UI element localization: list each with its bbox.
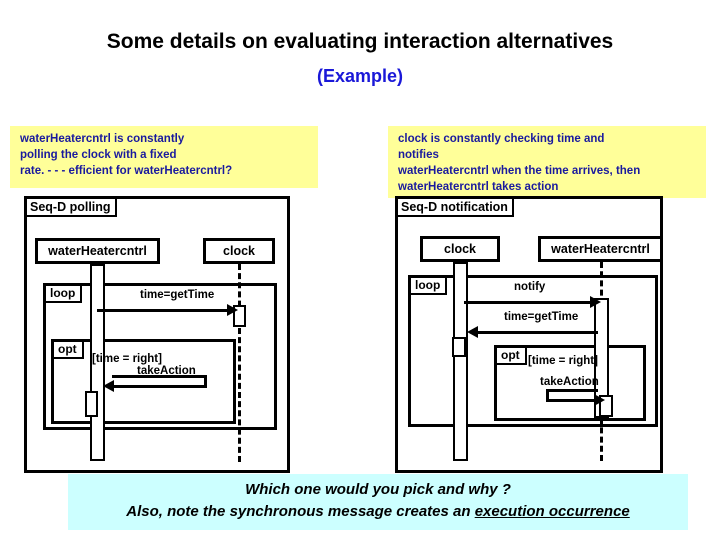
message-vline-takeaction: [546, 389, 549, 402]
note-right-line-3: waterHeatercntrl when the time arrives, …: [398, 165, 641, 177]
fragment-opt: opt: [51, 339, 236, 424]
note-right-notification: clock is constantly checking time and no…: [388, 126, 706, 198]
note-right-line-1: clock is constantly checking time and: [398, 133, 605, 145]
page-subtitle: (Example): [316, 66, 404, 86]
lifeline-head-clock[interactable]: clock: [203, 238, 275, 264]
activation-bar-waterheatercntrl-notify: [594, 298, 609, 418]
message-label-takeaction: takeAction: [540, 376, 599, 388]
message-arrowhead-notify: [590, 296, 601, 308]
message-label-time-gettime: time=getTime: [504, 311, 579, 323]
message-label-time-gettime: time=getTime: [140, 289, 215, 301]
message-arrowhead-takeaction: [103, 380, 114, 392]
fragment-label-loop: loop: [46, 286, 83, 303]
fragment-label-opt: opt: [497, 348, 527, 365]
banner-line-1: Which one would you pick and why ?: [245, 481, 511, 498]
fragment-label-loop: loop: [411, 278, 448, 295]
bottom-question-banner: Which one would you pick and why ? Also,…: [68, 474, 688, 530]
fragment-loop: loop: [408, 275, 658, 427]
fragment-guard-opt: [time = right]: [528, 355, 598, 367]
sequence-diagram-notification: Seq-D notification clock waterHeatercntr…: [395, 196, 663, 473]
message-line-time-gettime: [97, 309, 232, 312]
activation-bar-clock-gettime: [452, 337, 466, 357]
message-vline-takeaction: [204, 375, 207, 388]
lifeline-head-waterheatercntrl[interactable]: waterHeatercntrl: [538, 236, 663, 262]
note-left-line-2: polling the clock with a fixed: [20, 149, 177, 161]
lifeline-head-clock[interactable]: clock: [420, 236, 500, 262]
banner-line-2-prefix: Also, note the synchronous message creat…: [126, 503, 475, 520]
fragment-guard-opt: [time = right]: [92, 353, 162, 365]
message-arrowhead-time-gettime: [227, 304, 238, 316]
note-left-line-1: waterHeatercntrl is constantly: [20, 133, 185, 145]
message-line-notify: [464, 301, 594, 304]
note-right-line-2: notifies: [398, 149, 439, 161]
activation-bar-waterheatercntrl-takeaction: [85, 391, 98, 417]
page-title: Some details on evaluating interaction a…: [106, 30, 614, 53]
lifeline-dash-clock: [238, 264, 241, 462]
message-line-takeaction: [546, 399, 598, 402]
message-line-takeaction-top: [546, 389, 598, 392]
note-left-line-3: rate. - - - efficient for waterHeatercnt…: [20, 165, 233, 177]
message-label-takeaction: takeAction: [137, 365, 196, 377]
fragment-opt: opt: [494, 345, 646, 421]
lifeline-head-waterheatercntrl[interactable]: waterHeatercntrl: [35, 238, 160, 264]
message-line-takeaction: [112, 385, 207, 388]
fragment-loop: loop: [43, 283, 277, 430]
note-left-polling: waterHeatercntrl is constantly polling t…: [10, 126, 318, 188]
note-right-line-4: waterHeatercntrl takes action: [398, 181, 559, 193]
message-arrowhead-time-gettime: [467, 326, 478, 338]
frame-tag-polling: Seq-D polling: [27, 199, 117, 217]
activation-bar-clock-main: [453, 262, 468, 461]
sequence-diagram-polling: Seq-D polling waterHeatercntrl clock loo…: [24, 196, 290, 473]
fragment-label-opt: opt: [54, 342, 84, 359]
message-arrowhead-takeaction: [594, 394, 605, 406]
message-line-takeaction-top: [112, 375, 207, 378]
message-label-notify: notify: [514, 281, 546, 293]
frame-tag-notification: Seq-D notification: [398, 199, 514, 217]
message-line-time-gettime: [476, 331, 598, 334]
banner-line-2-underlined: execution occurrence: [474, 503, 630, 520]
banner-line-2: Also, note the synchronous message creat…: [68, 501, 688, 523]
